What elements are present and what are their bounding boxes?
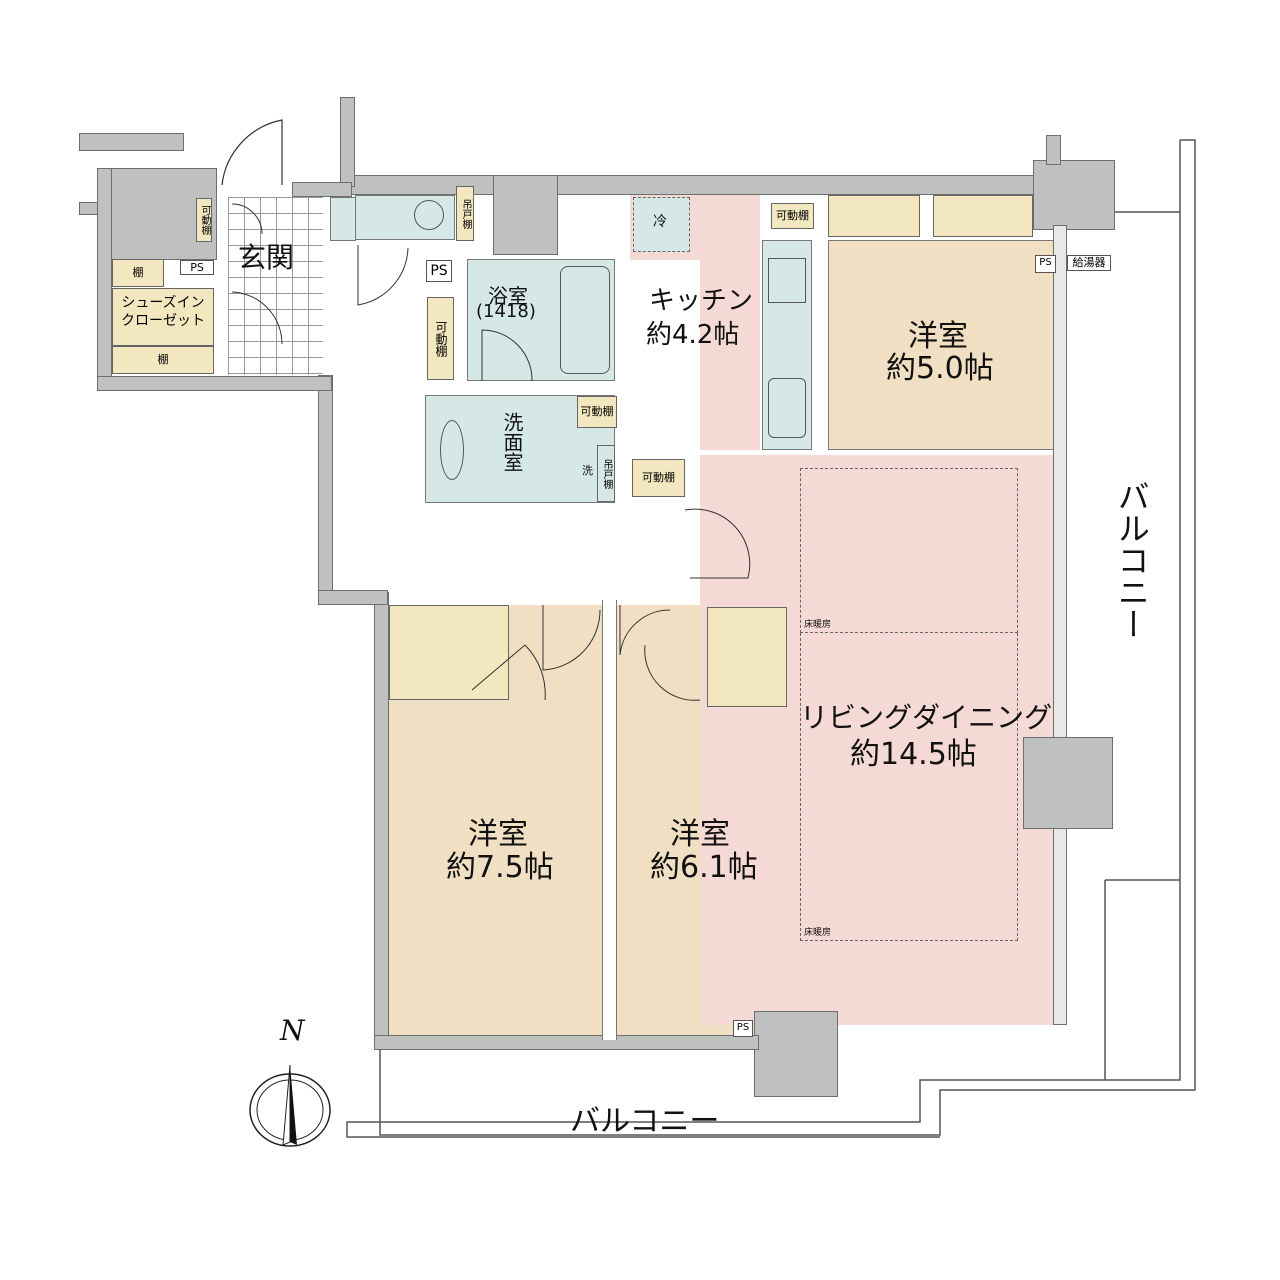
wall-ne-pillar — [1046, 135, 1061, 165]
bedroom-ne-closet-1 — [828, 195, 920, 237]
living-dining-label: リビングダイニング — [800, 701, 1053, 734]
bathroom-size: (1418) — [476, 301, 536, 322]
ps-ne: PS — [1035, 255, 1056, 273]
bathroom — [467, 259, 615, 381]
bedroom-sw-closet — [389, 605, 509, 700]
shoe-closet-shelf-bottom: 棚 — [112, 346, 214, 374]
bedroom-ne-size: 約5.0帖 — [886, 351, 994, 386]
ps-hall: PS — [426, 260, 452, 282]
shoe-closet-shelf-top: 棚 — [112, 259, 164, 287]
shoe-closet: シューズイン クローゼット — [112, 288, 214, 346]
bedroom-s-closet — [707, 607, 787, 707]
fridge-space — [633, 197, 690, 252]
wall-entrance-top — [79, 133, 184, 151]
bedroom-s-size: 約6.1帖 — [650, 850, 758, 885]
water-heater-label: 給湯器 — [1067, 255, 1111, 271]
washroom-label: 洗面室 — [500, 412, 524, 472]
stove-icon — [768, 258, 806, 303]
bedroom-sw-size: 約7.5帖 — [446, 850, 554, 885]
bedroom-divider — [602, 600, 617, 1040]
entrance-tile-floor — [228, 197, 323, 375]
floor-heating-label-2: 床暖房 — [804, 928, 832, 938]
kitchen-counter — [762, 240, 812, 450]
wall-ne-block — [1033, 160, 1115, 230]
bedroom-s-label: 洋室 — [670, 817, 730, 852]
bedroom-ne-closet-2 — [933, 195, 1033, 237]
kitchen-sink-icon — [768, 378, 806, 438]
balcony-east-label: バルコニー — [1112, 480, 1151, 640]
living-dining-size: 約14.5帖 — [850, 737, 977, 772]
ps-south: PS — [733, 1020, 753, 1037]
bedroom-ne-floor — [828, 240, 1056, 450]
washer-label: 洗 — [582, 464, 593, 477]
floor-heating-zone-1 — [800, 468, 1018, 633]
floor-heating-label-1: 床暖房 — [804, 620, 832, 630]
bathtub-icon — [560, 266, 610, 374]
washroom-hanging-shelf: 吊戸棚 — [597, 445, 615, 502]
floor-heating-zone-2 — [800, 633, 1018, 941]
wall-east-column — [1023, 737, 1113, 829]
washroom-sink-icon — [440, 420, 464, 480]
wall-west-step — [318, 590, 388, 605]
wall-entrance-north — [292, 182, 352, 197]
north-label: N — [280, 1014, 305, 1047]
entrance-label: 玄関 — [238, 241, 295, 274]
kitchen-movable-shelf: 可動棚 — [771, 203, 814, 229]
living-floor — [700, 455, 1053, 1025]
toilet-hanging-shelf: 吊戸棚 — [456, 186, 474, 241]
wall-south-column — [754, 1011, 838, 1097]
kitchen-size: 約4.2帖 — [646, 320, 740, 350]
washroom-movable-shelf: 可動棚 — [577, 396, 617, 428]
shoe-closet-label-1: シューズイン — [121, 295, 205, 311]
entrance-movable-shelf: 可動棚 — [196, 198, 212, 242]
ps-entrance: PS — [180, 260, 214, 275]
toilet-bowl-icon — [414, 200, 444, 230]
bedroom-ne-label: 洋室 — [908, 319, 968, 354]
bedroom-sw-label: 洋室 — [468, 817, 528, 852]
compass-icon — [249, 1064, 331, 1147]
shoe-closet-label-2: クローゼット — [121, 313, 205, 329]
kitchen-label: キッチン — [649, 286, 754, 316]
hall-movable-shelf: 可動棚 — [427, 297, 454, 380]
balcony-south-label: バルコニー — [570, 1104, 720, 1139]
hall-movable-shelf-2: 可動棚 — [632, 459, 685, 497]
wall-south — [374, 1035, 759, 1050]
fridge-label: 冷 — [653, 214, 667, 230]
toilet-sink — [330, 197, 356, 241]
wall-ps-block — [493, 175, 558, 255]
wall-entrance-south — [97, 376, 332, 391]
front-door[interactable] — [210, 110, 300, 195]
bathroom-label: 浴室 — [488, 284, 528, 308]
